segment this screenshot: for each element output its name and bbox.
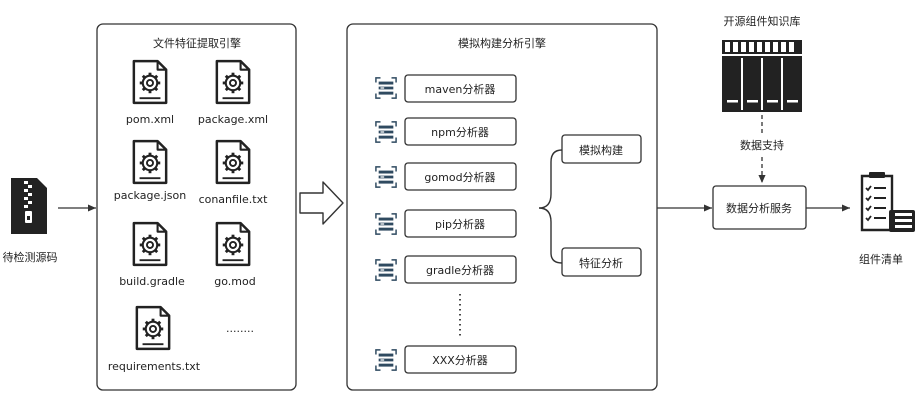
analyzer-box xyxy=(404,117,517,146)
database-books-icon xyxy=(722,40,802,112)
hollow-arrow xyxy=(299,181,344,225)
file-icon-package-json xyxy=(132,139,168,185)
source-code-icon xyxy=(11,178,47,234)
file-label: requirements.txt xyxy=(108,360,201,373)
analyzer-label: gomod分析器 xyxy=(424,170,495,184)
file-icon-requirements xyxy=(135,305,171,351)
simulate-build-box xyxy=(561,134,642,164)
checklist-icon xyxy=(860,172,915,232)
analyzer-label: XXX分析器 xyxy=(432,353,488,367)
file-label: pom.xml xyxy=(126,113,174,126)
build-engine-panel xyxy=(346,23,658,391)
knowledge-base-title: 开源组件知识库 xyxy=(724,14,801,28)
output-label: 组件清单 xyxy=(859,252,903,266)
source-label: 待检测源码 xyxy=(3,250,58,264)
support-label: 数据支持 xyxy=(740,138,784,152)
analyzer-row: maven分析器 xyxy=(375,74,517,103)
file-label: package.json xyxy=(114,189,186,202)
file-label: build.gradle xyxy=(119,275,185,288)
analyzer-box xyxy=(404,162,517,191)
analyzer-row: pip分析器 xyxy=(375,209,517,238)
analyzer-row: npm分析器 xyxy=(375,117,517,146)
analysis-service-label: 数据分析服务 xyxy=(726,201,792,215)
analyzer-box xyxy=(404,255,517,284)
file-icon-go-mod xyxy=(215,221,251,267)
simulate-build-label: 模拟构建 xyxy=(579,143,623,157)
file-icon-package-xml xyxy=(215,59,251,105)
analyzer-row: XXX分析器 xyxy=(375,345,517,374)
file-icon-conanfile xyxy=(215,139,251,185)
analyzer-row: gradle分析器 xyxy=(375,255,517,284)
file-icon-build-gradle xyxy=(132,221,168,267)
build-engine-title: 模拟构建分析引擎 xyxy=(458,36,546,50)
file-label: package.xml xyxy=(198,113,268,126)
file-icon-pom xyxy=(132,59,168,105)
analyzer-box xyxy=(404,74,517,103)
file-label: go.mod xyxy=(214,275,255,288)
support-label-bg xyxy=(730,136,794,154)
curly-brace xyxy=(538,149,563,264)
analyzer-row: gomod分析器 xyxy=(375,162,517,191)
analyzer-label: pip分析器 xyxy=(435,217,485,231)
file-label: conanfile.txt xyxy=(199,193,269,206)
analyzer-box xyxy=(404,209,517,238)
more-files-ellipsis: ........ xyxy=(226,322,254,335)
extract-engine-title: 文件特征提取引擎 xyxy=(153,36,241,50)
feature-analysis-label: 特征分析 xyxy=(579,256,623,270)
analyzer-label: gradle分析器 xyxy=(426,263,494,277)
extract-engine-panel xyxy=(96,23,297,391)
analyzer-label: maven分析器 xyxy=(425,82,496,96)
analyzer-box xyxy=(404,345,517,374)
feature-analysis-box xyxy=(561,247,642,277)
analyzer-label: npm分析器 xyxy=(431,125,489,139)
